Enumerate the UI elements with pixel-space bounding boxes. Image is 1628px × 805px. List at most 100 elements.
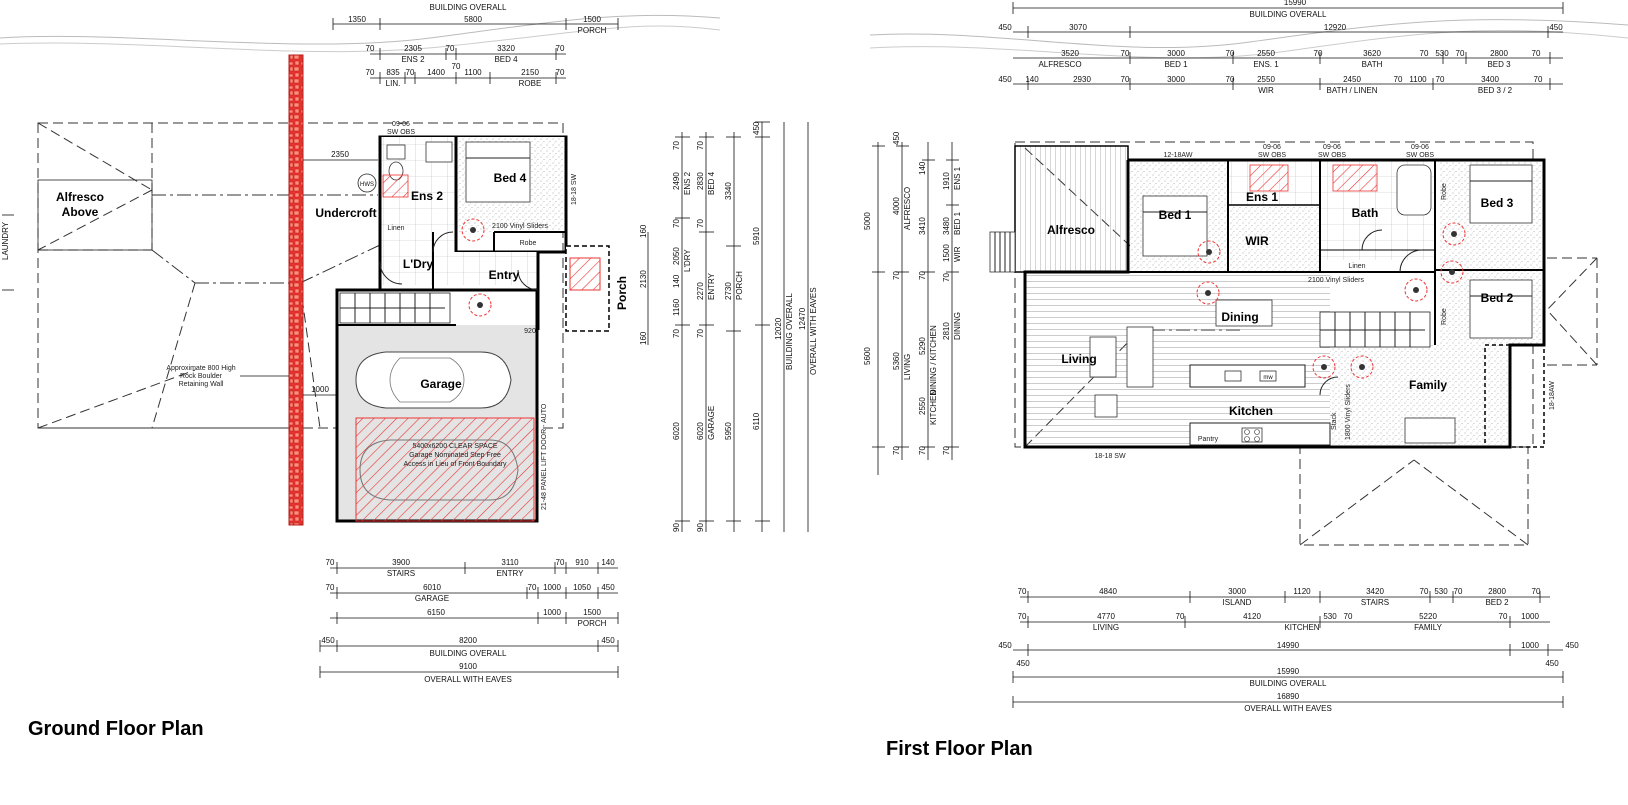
dim-value: 160 — [639, 224, 648, 238]
window-label: 09-06 — [1323, 144, 1341, 151]
dim-value: 15990 — [1284, 0, 1307, 7]
dim-label: BED 4 — [707, 171, 716, 195]
dim-label: BUILDING OVERALL — [1250, 10, 1327, 19]
dim-value: 2930 — [1073, 75, 1091, 84]
car-outline — [359, 439, 519, 501]
dim-label: WIR — [953, 246, 962, 262]
room-label-bath: Bath — [1352, 206, 1379, 220]
dim-value: 1100 — [1409, 75, 1427, 84]
dim-value: 70 — [1121, 49, 1130, 58]
dim-value: 2270 — [696, 282, 705, 300]
dim-value: 2550 — [1257, 49, 1275, 58]
window-label: 18-18AW — [1549, 381, 1556, 410]
dim-value: 70 — [1018, 587, 1027, 596]
dim-value: 70 — [556, 68, 565, 77]
dim-label: OVERALL WITH EAVES — [809, 287, 818, 375]
dim-value: 70 — [1456, 49, 1465, 58]
dim-value: 70 — [672, 219, 681, 228]
linen-label: Linen — [387, 225, 404, 232]
room-label-garage: Garage — [420, 377, 462, 391]
dim-value: 910 — [575, 558, 589, 567]
dim-label: BUILDING OVERALL — [1250, 679, 1327, 688]
dim-value: 1400 — [427, 68, 445, 77]
dim-value: 70 — [1226, 75, 1235, 84]
dim-value: 5910 — [752, 227, 761, 245]
dim-value: 3000 — [1228, 587, 1246, 596]
dim-value: 70 — [1436, 75, 1445, 84]
dim-value: 1000 — [311, 385, 329, 394]
ground-side-dimensions: 70 2490 70 2050 140 1160 70 6020 90 ENS … — [639, 121, 818, 532]
dim-value: 70 — [1394, 75, 1403, 84]
dim-value: 2130 — [639, 270, 648, 288]
room-label-bed4: Bed 4 — [494, 171, 527, 185]
dim-value: 70 — [1534, 75, 1543, 84]
first-stairs — [1319, 311, 1431, 348]
dim-value: 2810 — [942, 322, 951, 340]
dim-value: 70 — [326, 583, 335, 592]
dim-label: BATH — [1362, 60, 1383, 69]
dim-label: OVERALL WITH EAVES — [424, 675, 512, 684]
dim-value: 140 — [601, 558, 615, 567]
window-label: 09-06 — [392, 121, 410, 128]
dim-label: ENTRY — [707, 272, 716, 300]
dim-value: 3070 — [1069, 23, 1087, 32]
dim-label: ALFRESCO — [903, 187, 912, 230]
dim-label: GARAGE — [707, 406, 716, 440]
dim-value: 6110 — [752, 412, 761, 430]
dim-value: 70 — [1018, 612, 1027, 621]
stack-label: Stack — [1331, 412, 1338, 430]
dim-value: 835 — [386, 68, 400, 77]
dim-label: ENTRY — [497, 569, 525, 578]
window-label: SW OBS — [1406, 152, 1434, 159]
dim-value: 70 — [696, 329, 705, 338]
dim-label: ENS 1 — [953, 166, 962, 190]
room-label-undercroft: Undercroft — [315, 206, 376, 220]
alfresco-above-outline — [37, 179, 153, 251]
dim-value: 70 — [1420, 587, 1429, 596]
dim-value: 4770 — [1097, 612, 1115, 621]
dim-value: 5600 — [863, 347, 872, 365]
dim-value: 70 — [1121, 75, 1130, 84]
dim-label: GARAGE — [415, 594, 449, 603]
dim-value: 450 — [998, 641, 1012, 650]
dim-value: 1100 — [464, 68, 482, 77]
dim-value: 5000 — [863, 212, 872, 230]
dim-label: BUILDING OVERALL — [430, 649, 507, 658]
dim-value: 12470 — [798, 307, 807, 330]
dim-value: 1500 — [583, 15, 601, 24]
dim-value: 90 — [696, 523, 705, 532]
room-label-porch: Porch — [615, 276, 629, 310]
dim-value: 450 — [601, 583, 615, 592]
dim-value: 70 — [892, 271, 901, 280]
dim-label: LIVING — [1093, 623, 1119, 632]
dim-value: 1500 — [942, 244, 951, 262]
dim-value: 70 — [452, 62, 461, 71]
dim-value: 2050 — [672, 247, 681, 265]
dim-label: KITCHEN — [1284, 623, 1319, 632]
dim-value: 70 — [672, 141, 681, 150]
dim-label: PORCH — [578, 619, 607, 628]
dim-value: 450 — [1549, 23, 1563, 32]
dim-label: BUILDING OVERALL — [785, 293, 794, 370]
ground-floor-plan: BUILDING OVERALL 1350 5800 1500 PORCH 70… — [1, 3, 818, 684]
dim-value: 5360 — [892, 352, 901, 370]
first-side-dimensions: 5000 5600 450 4000 70 5360 70 ALFRESCO L… — [863, 131, 962, 475]
dim-value: 3480 — [942, 217, 951, 235]
contour-line — [0, 25, 721, 53]
dim-value: 530 — [1435, 49, 1449, 58]
dim-value: 70 — [1226, 49, 1235, 58]
dim-label: WIR — [1258, 86, 1274, 95]
dim-label: ENS. 1 — [1253, 60, 1279, 69]
retaining-wall-note: Rock Boulder — [180, 373, 223, 380]
dim-label: BED 3 — [1487, 60, 1511, 69]
dim-value: 70 — [1176, 612, 1185, 621]
dim-value: 2150 — [521, 68, 539, 77]
dim-value: 70 — [366, 68, 375, 77]
dim-value: 2305 — [404, 44, 422, 53]
dim-label: KITCHEN — [929, 390, 938, 425]
dim-value: 2550 — [1257, 75, 1275, 84]
robe-label: Robe — [1441, 183, 1448, 200]
room-label-alfresco: Alfresco — [1047, 223, 1095, 237]
retaining-wall-note: Approximate 800 High — [166, 365, 235, 372]
